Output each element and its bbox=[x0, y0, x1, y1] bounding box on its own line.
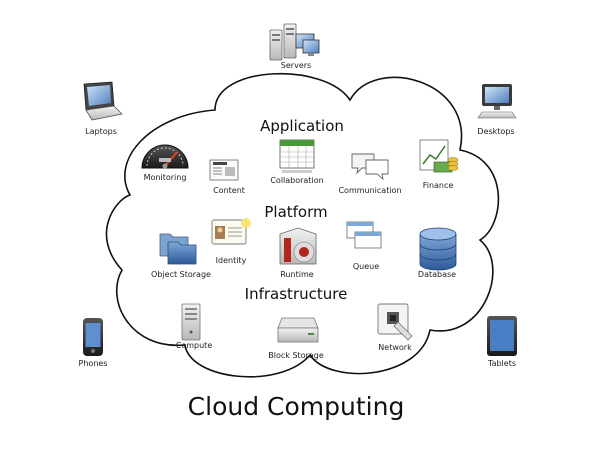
folders-icon bbox=[159, 233, 197, 265]
desktops-label: Desktops bbox=[477, 127, 515, 136]
database-icon bbox=[419, 227, 457, 271]
compute-label: Compute bbox=[175, 341, 213, 350]
desktop-icon bbox=[477, 84, 517, 119]
diagram-title: Cloud Computing bbox=[187, 392, 405, 421]
identity-label: Identity bbox=[215, 256, 247, 265]
queue-label: Queue bbox=[352, 262, 380, 271]
servers-icon bbox=[269, 23, 320, 61]
platform-heading: Platform bbox=[264, 203, 328, 221]
runtime-icon bbox=[279, 227, 317, 265]
server-tower-icon bbox=[181, 303, 201, 341]
chat-bubbles-icon bbox=[351, 153, 389, 181]
finance-label: Finance bbox=[422, 181, 454, 190]
windows-queue-icon bbox=[346, 221, 382, 249]
tablet-icon bbox=[487, 316, 517, 356]
id-card-icon bbox=[211, 218, 251, 245]
phones-label: Phones bbox=[78, 359, 108, 368]
gauge-icon bbox=[141, 144, 189, 169]
runtime-label: Runtime bbox=[280, 270, 314, 279]
spreadsheet-icon bbox=[279, 139, 315, 173]
monitoring-label: Monitoring bbox=[143, 173, 187, 182]
newspaper-icon bbox=[209, 159, 239, 181]
finance-chart-icon bbox=[419, 139, 459, 173]
database-label: Database bbox=[417, 270, 457, 279]
cloud-shape bbox=[105, 72, 500, 378]
tablets-label: Tablets bbox=[488, 359, 516, 368]
block-storage-label: Block Storage bbox=[268, 351, 324, 360]
object-storage-label: Object Storage bbox=[151, 270, 211, 279]
network-label: Network bbox=[378, 343, 412, 352]
hard-drive-icon bbox=[277, 317, 319, 343]
communication-label: Communication bbox=[338, 186, 402, 195]
infrastructure-heading: Infrastructure bbox=[244, 285, 348, 303]
collaboration-label: Collaboration bbox=[270, 176, 324, 185]
application-heading: Application bbox=[260, 117, 344, 135]
laptops-label: Laptops bbox=[85, 127, 117, 136]
network-socket-icon bbox=[377, 303, 413, 341]
phone-icon bbox=[83, 318, 103, 356]
servers-label: Servers bbox=[280, 61, 312, 70]
content-label: Content bbox=[213, 186, 245, 195]
laptop-icon bbox=[83, 81, 123, 121]
